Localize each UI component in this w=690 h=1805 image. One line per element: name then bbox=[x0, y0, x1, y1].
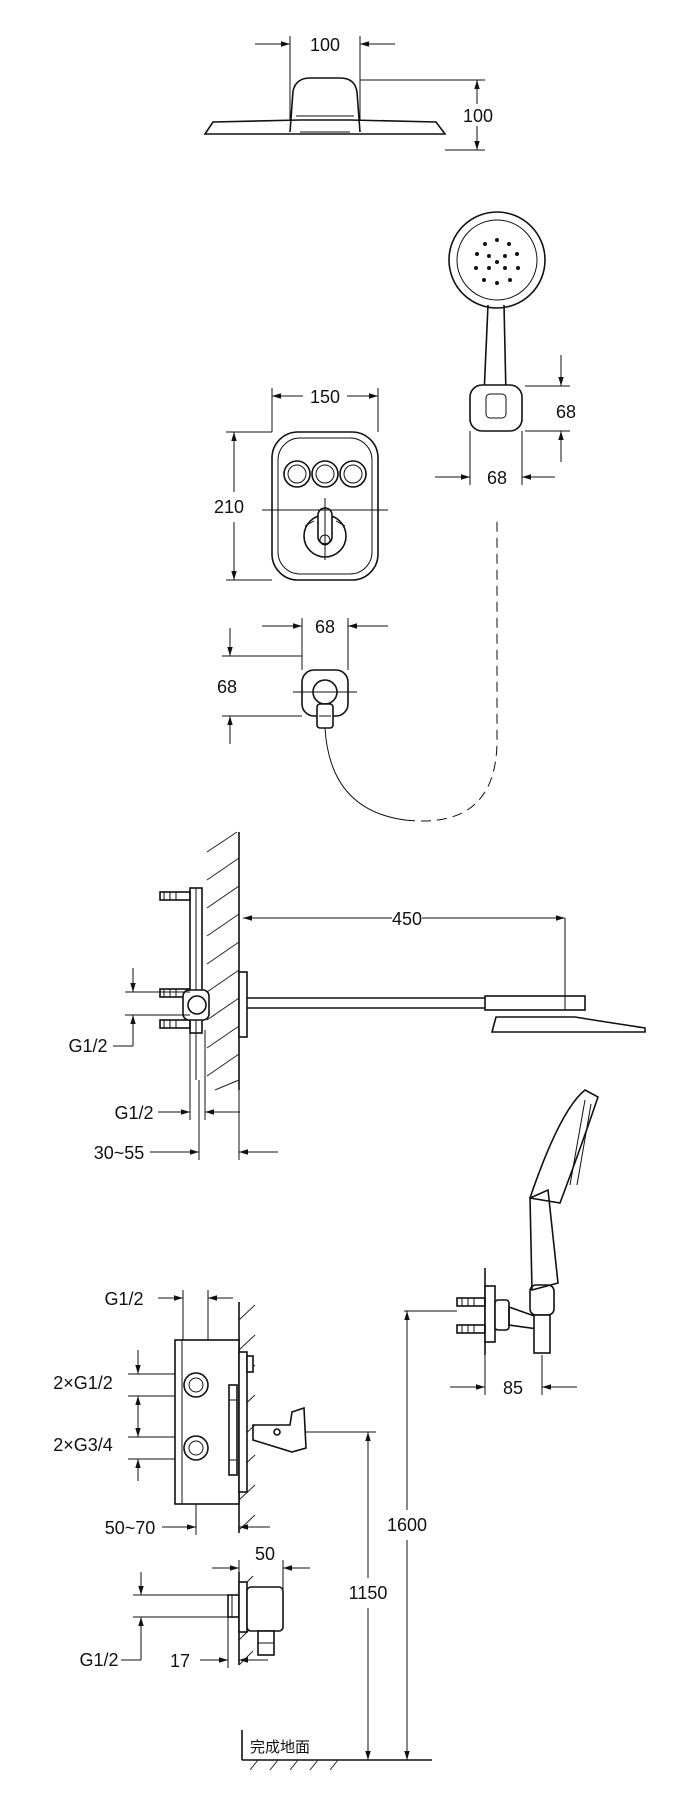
dim-holder-height: 68 bbox=[556, 402, 576, 422]
dim-top-height: 100 bbox=[463, 106, 493, 126]
side-view-shower-arm: 450 G1/2 G1/2 30~55 bbox=[68, 831, 646, 1163]
valve-side-view: G1/2 2×G1/2 2×G3/4 50~70 bbox=[53, 1289, 376, 1538]
dim-holder-width: 68 bbox=[487, 468, 507, 488]
dim-side-inlet-2: G1/2 bbox=[114, 1103, 153, 1123]
control-panel-front: 150 210 bbox=[214, 387, 388, 581]
dim-valve-in-a: 2×G1/2 bbox=[53, 1373, 113, 1393]
dim-height-holder: 1600 bbox=[387, 1515, 427, 1535]
dim-side-depth: 30~55 bbox=[94, 1143, 145, 1163]
dim-arm-length: 450 bbox=[392, 909, 422, 929]
dim-valve-depth: 50~70 bbox=[105, 1518, 156, 1538]
wall-outlet-front: 68 68 bbox=[217, 520, 498, 822]
dim-outlet-depth: 17 bbox=[170, 1651, 190, 1671]
dim-top-width: 100 bbox=[310, 35, 340, 55]
dim-valve-top: G1/2 bbox=[104, 1289, 143, 1309]
dim-outlet-inlet: G1/2 bbox=[79, 1650, 118, 1670]
outlet-side-view: 50 G1/2 17 bbox=[79, 1544, 310, 1671]
height-dimensions: 1150 1600 完成地面 bbox=[241, 1311, 432, 1771]
dim-holder-proj: 85 bbox=[503, 1378, 523, 1398]
dim-valve-in-b: 2×G3/4 bbox=[53, 1435, 113, 1455]
dim-outlet-proj: 50 bbox=[255, 1544, 275, 1564]
dim-height-outlet: 1150 bbox=[349, 1583, 388, 1603]
hand-shower-front: 68 68 bbox=[435, 211, 576, 488]
overhead-shower-profile: 100 100 bbox=[203, 35, 493, 151]
dim-outlet-width: 68 bbox=[315, 617, 335, 637]
hand-shower-side: 85 bbox=[404, 1089, 599, 1398]
dim-outlet-height: 68 bbox=[217, 677, 237, 697]
dim-panel-width: 150 bbox=[310, 387, 340, 407]
dim-panel-height: 210 bbox=[214, 497, 244, 517]
floor-label: 完成地面 bbox=[250, 1738, 310, 1756]
dim-side-inlet-1: G1/2 bbox=[68, 1036, 107, 1056]
